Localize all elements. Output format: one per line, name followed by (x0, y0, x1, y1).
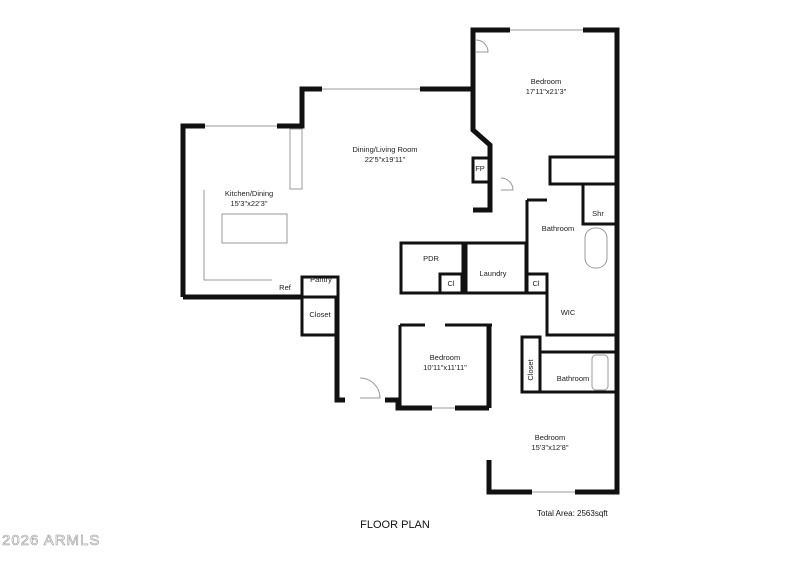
watermark: 2026 ARMLS (2, 532, 101, 550)
room-kitchen-dining: Kitchen/Dining 15'3"x22'3" (225, 189, 273, 209)
label-closet-cl-2: Cl (532, 279, 540, 288)
label-pantry: Pantry (310, 275, 332, 284)
room-name: Bedroom (530, 77, 562, 86)
label-fireplace: FP (475, 164, 485, 173)
room-dimensions: 22'5"x19'11" (364, 155, 406, 164)
room-bedroom-3: Bedroom 15'3"x12'8" (532, 433, 569, 453)
label-closet-cl-1: Cl (447, 279, 455, 288)
exterior-walls (180, 27, 620, 495)
room-name: Bedroom (534, 433, 566, 442)
room-dimensions: 17'11"x21'3" (525, 87, 567, 96)
room-dining-living: Dining/Living Room 22'5"x19'11" (352, 145, 417, 165)
plan-title: FLOOR PLAN (360, 519, 430, 531)
total-area: Total Area: 2563sqft (537, 509, 608, 518)
label-ref: Ref (279, 283, 291, 292)
windows-and-fixtures (203, 29, 609, 493)
room-name: Bedroom (429, 353, 461, 362)
room-dimensions: 15'3"x22'3" (230, 199, 268, 208)
label-closet-vertical: Closet (526, 359, 535, 381)
label-shower: Shr (592, 209, 604, 218)
label-pdr: PDR (423, 254, 439, 263)
label-laundry: Laundry (479, 269, 507, 278)
interior-walls (300, 155, 619, 408)
label-bathroom: Bathroom (541, 224, 575, 233)
label-closet: Closet (309, 310, 331, 319)
room-dimensions: 15'3"x12'8" (531, 443, 569, 452)
room-name: Dining/Living Room (352, 145, 418, 154)
label-bathroom-2: Bathroom (556, 374, 590, 383)
room-bedroom-master: Bedroom 17'11"x21'3" (526, 77, 567, 97)
room-bedroom-2: Bedroom 10'11"x11'11" (423, 353, 467, 373)
room-name: Kitchen/Dining (224, 189, 274, 198)
room-dimensions: 10'11"x11'11" (423, 363, 467, 372)
label-wic: WIC (560, 308, 576, 317)
